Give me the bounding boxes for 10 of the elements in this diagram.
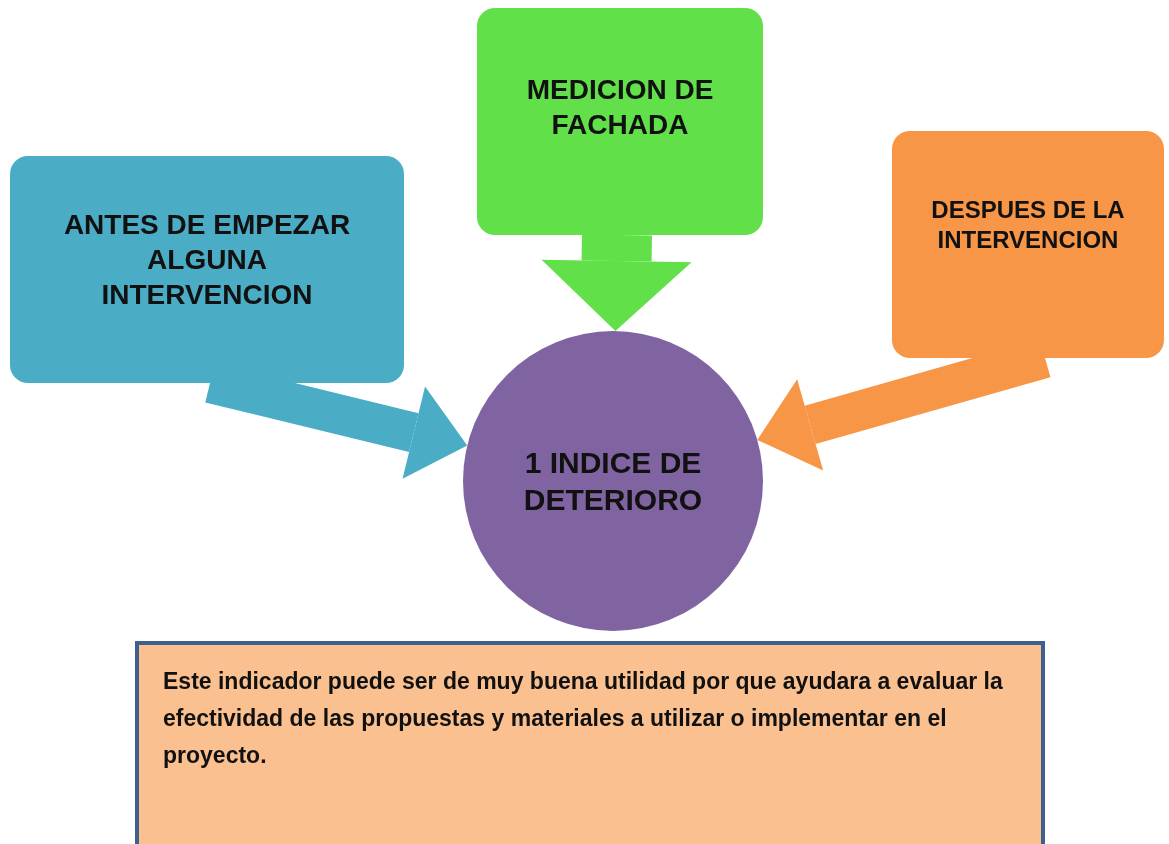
note-text: Este indicador puede ser de muy buena utilidad por que ayudara a evaluar la efectividad de las propuestas y materiales a utilizar o implementar en el proyecto. [163,667,1004,770]
node-label: 1 INDICE DE DETERIORO [522,444,704,518]
note-box [135,641,1045,844]
process-box [10,156,404,383]
node-label: DESPUES DE LA INTERVENCION [930,194,1126,255]
process-box [892,131,1164,358]
process-box [477,8,763,235]
block-arrow [541,234,692,331]
node-label: ANTES DE EMPEZAR ALGUNA INTERVENCION [62,208,352,312]
node-label: MEDICION DE FACHADA [525,72,715,142]
